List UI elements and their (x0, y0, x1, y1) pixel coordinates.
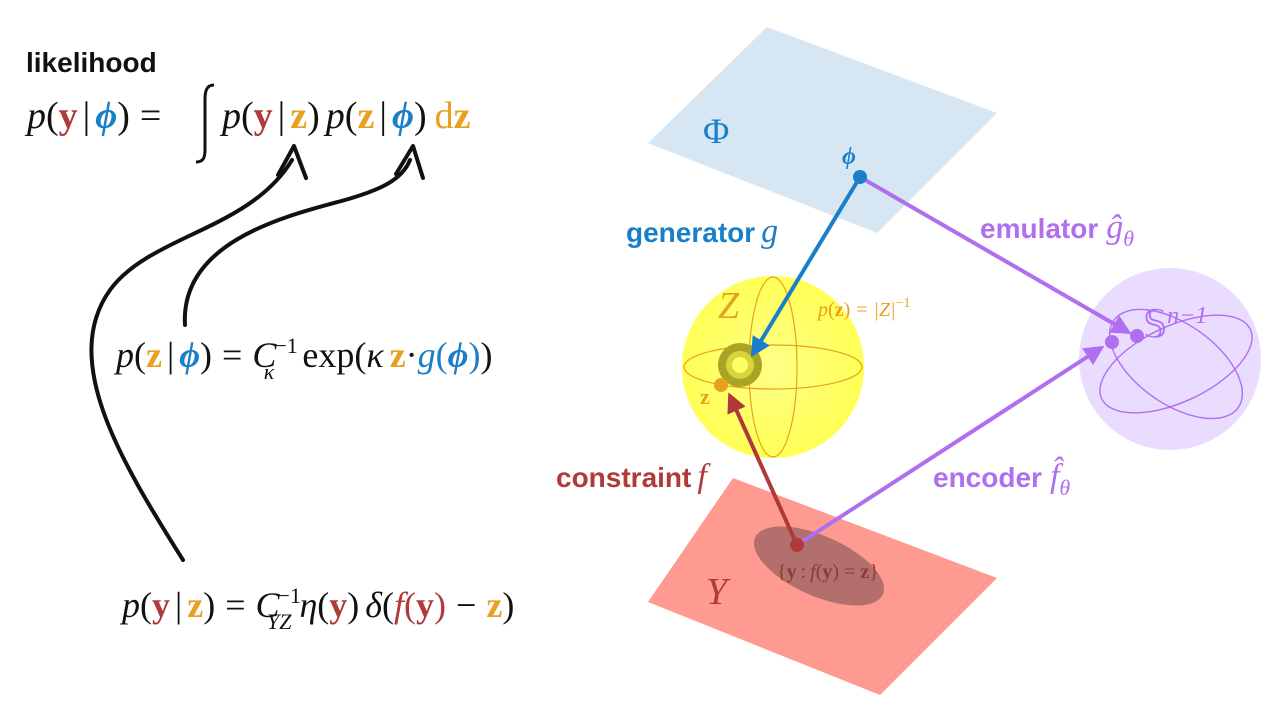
integral-sign (195, 83, 215, 164)
ezp-p: p (113, 335, 134, 375)
eq-d: d (435, 95, 454, 137)
ezp-C: C (252, 335, 277, 375)
eyz-eq: = (225, 585, 245, 625)
z-point (714, 378, 728, 392)
eyz-C-sub: YZ (267, 609, 292, 634)
eq-phi: ϕ (95, 95, 117, 137)
svg-text:p(y|ϕ)=: p(y|ϕ)= (24, 95, 161, 137)
ezp-C-sub: κ (264, 359, 275, 384)
likelihood-equation: p(y|ϕ)= p(y|z)p(z|ϕ)dz (24, 83, 471, 164)
eq-bar2: | (278, 95, 286, 137)
emulator-arrow (858, 175, 1132, 335)
eyz-delta: δ (365, 585, 383, 625)
y-space-label: Y (706, 571, 731, 613)
eyz-y: y (152, 585, 170, 625)
pz-label: p(z)=|Z|−1 (816, 296, 911, 321)
phi-plane (648, 27, 997, 233)
ezp-bar: | (167, 335, 174, 375)
encoded-point (1105, 335, 1119, 349)
generator-arrow (750, 175, 862, 358)
likelihood-label: likelihood (26, 47, 157, 78)
constraint-arrow (727, 392, 799, 546)
eq-bar: | (83, 95, 91, 137)
eq-phi2: ϕ (392, 95, 414, 137)
ezp-C-sup: −1 (274, 333, 297, 358)
eyz-y3: y (416, 585, 434, 625)
eq-bar3: | (379, 95, 387, 137)
eq-p3: p (323, 95, 345, 137)
ezp-phi: ϕ (179, 335, 200, 375)
arrow-z-phi-to-integral (182, 158, 412, 327)
eyz-bar: | (175, 585, 182, 625)
ezp-eq: = (222, 335, 242, 375)
eq-z: z (290, 95, 307, 137)
eq-y2: y (254, 95, 273, 137)
z-point-label: z (700, 384, 710, 409)
z-space-label: Z (718, 285, 740, 327)
eyz-z: z (187, 585, 203, 625)
black-arrows (89, 144, 425, 562)
ezp-exp: exp (302, 335, 354, 375)
s-space-label: 𝕊n−1 (1143, 303, 1207, 346)
eq-y: y (59, 95, 78, 137)
eq-equals: = (140, 95, 161, 137)
eq-dz: z (454, 95, 471, 137)
phi-space-label: Φ (703, 111, 729, 151)
ezp-kappa: κ (366, 335, 384, 375)
eyz-z2: z (486, 585, 502, 625)
y-point (790, 538, 804, 552)
eq-z2: z (357, 95, 374, 137)
eyz-C-sup: −1 (278, 583, 301, 608)
ezp-dot: · (406, 335, 418, 375)
encoder-arrow (795, 345, 1105, 547)
ezp-g: g (418, 335, 436, 375)
s-sphere (1079, 268, 1261, 450)
arrow-y-z-to-integral (89, 158, 294, 562)
ezp-z2: z (390, 335, 406, 375)
ezp-phi2: ϕ (448, 335, 469, 375)
phi-point-label: ϕ (842, 144, 856, 170)
svg-text:p(y|z)p(z|ϕ)dz: p(y|z)p(z|ϕ)dz (219, 95, 471, 137)
phi-point (853, 170, 867, 184)
constraint-set-region (753, 526, 885, 606)
constraint-set-label: {y:f(y)=z} (777, 561, 879, 583)
eyz-C: C (256, 585, 281, 625)
arrowhead-1 (276, 144, 308, 180)
eyz-p: p (119, 585, 140, 625)
eq-p2: p (219, 95, 241, 137)
eyz-y2: y (329, 585, 347, 625)
s-sphere-body (1079, 268, 1261, 450)
eq-p: p (24, 95, 46, 137)
ezp-z: z (146, 335, 162, 375)
eyz-minus: − (456, 585, 476, 625)
arrowhead-2 (394, 144, 425, 180)
eyz-eta: η (299, 585, 317, 625)
emulated-point (1130, 329, 1144, 343)
